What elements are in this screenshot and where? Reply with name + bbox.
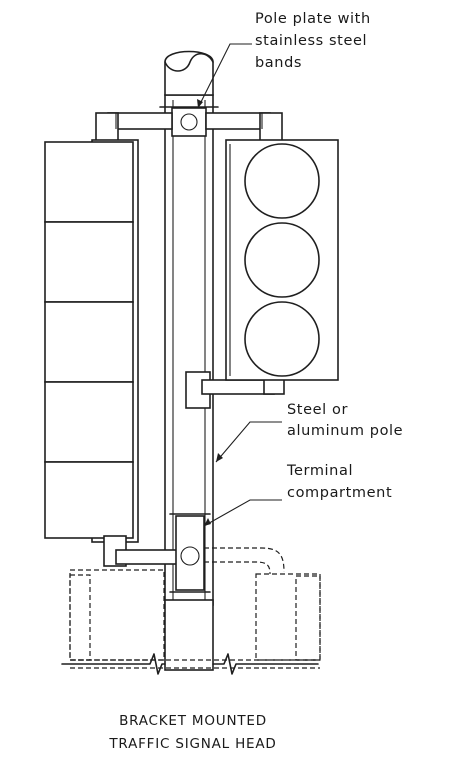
- signal-lens-green: [244, 301, 320, 377]
- label-pole-line1: Steel or: [287, 402, 348, 418]
- signal-lens-yellow: [244, 222, 320, 298]
- bottom-bracket-arm: [103, 513, 211, 593]
- callout-terminal: Terminal compartment: [286, 463, 392, 501]
- leader-arrow-pole: [216, 453, 223, 462]
- left-signal-head: [44, 139, 139, 543]
- pole-top-break: [164, 50, 214, 96]
- callout-pole-plate: Pole plate with stainless steel bands: [255, 11, 371, 71]
- terminal-compartment: [175, 515, 205, 591]
- caption-line1: BRACKET MOUNTED: [119, 713, 267, 729]
- right-signal-head: [225, 139, 339, 381]
- label-pole-plate-line1: Pole plate with: [255, 11, 371, 27]
- top-bracket-arm: [95, 112, 283, 144]
- label-terminal-line2: compartment: [287, 485, 392, 501]
- label-pole-plate-line2: stainless steel: [255, 33, 367, 49]
- leader-lines: [197, 43, 282, 527]
- hidden-alternate-mount: [69, 547, 321, 669]
- leader-arrow-terminal: [204, 518, 211, 526]
- leader-arrow-plate: [197, 99, 203, 108]
- signal-lens-red: [244, 143, 320, 219]
- label-pole-plate-line3: bands: [255, 55, 302, 71]
- base-break-lines: [61, 653, 319, 675]
- callout-pole: Steel or aluminum pole: [287, 402, 403, 439]
- diagram-caption: BRACKET MOUNTED TRAFFIC SIGNAL HEAD: [108, 713, 276, 752]
- label-terminal-line1: Terminal: [286, 463, 353, 479]
- label-pole-line2: aluminum pole: [287, 423, 403, 439]
- caption-line2: TRAFFIC SIGNAL HEAD: [108, 736, 276, 752]
